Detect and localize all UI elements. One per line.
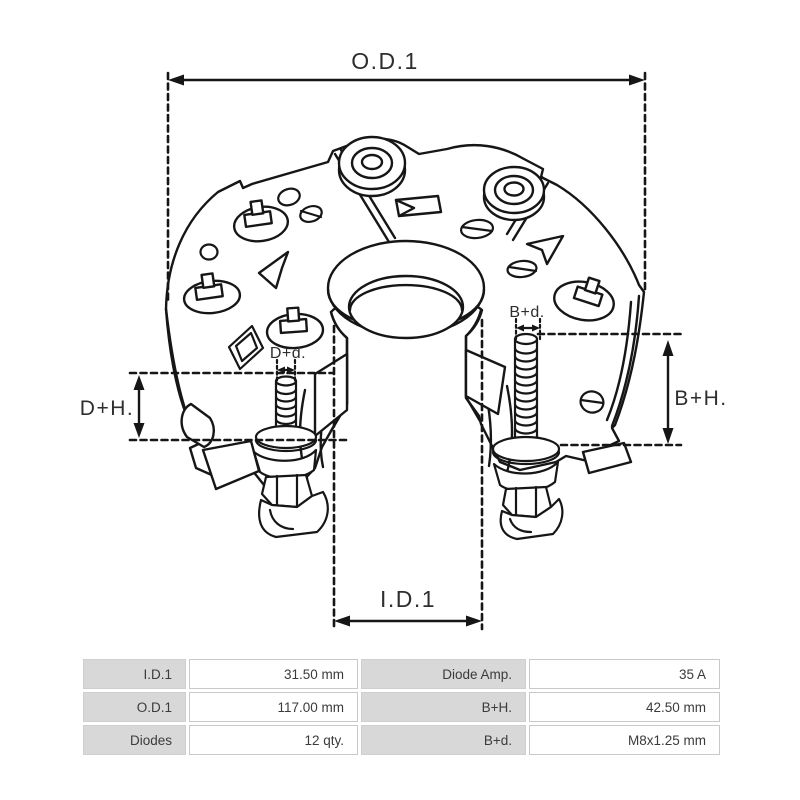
spec-label-bd: B+d.	[361, 725, 526, 755]
diode-3	[265, 306, 325, 350]
diode-1	[232, 199, 290, 243]
spec-label-id1: I.D.1	[83, 659, 186, 689]
spec-value-diodes: 12 qty.	[189, 725, 358, 755]
dimension-bd: B+d.	[509, 304, 544, 341]
od1-label: O.D.1	[351, 48, 419, 74]
dimension-dd: D+d.	[270, 345, 306, 383]
mounting-boss-2	[482, 165, 546, 222]
rectifier-technical-drawing: O.D.1 I.D.1 D+H. B+H. D+d. B+d.	[80, 48, 727, 631]
terminal-slot	[394, 194, 443, 218]
dimension-od1: O.D.1	[166, 48, 647, 305]
key-slot	[227, 324, 265, 371]
bd-label: B+d.	[509, 304, 544, 321]
spec-value-bd: M8x1.25 mm	[529, 725, 720, 755]
dimension-dh: D+H.	[80, 371, 351, 442]
diode-2	[182, 272, 242, 315]
spec-label-bh: B+H.	[361, 692, 526, 722]
spec-value-id1: 31.50 mm	[189, 659, 358, 689]
spec-label-diode-amp: Diode Amp.	[361, 659, 526, 689]
spec-label-od1: O.D.1	[83, 692, 186, 722]
mounting-boss-1	[337, 135, 407, 198]
spec-row: I.D.1 31.50 mm Diode Amp. 35 A	[83, 659, 720, 689]
bolt-b-plus	[491, 332, 564, 541]
spec-value-od1: 117.00 mm	[189, 692, 358, 722]
bolt-d-plus	[252, 375, 329, 539]
dimension-bh: B+H.	[536, 332, 727, 447]
spec-table: I.D.1 31.50 mm Diode Amp. 35 A O.D.1 117…	[80, 656, 723, 758]
dimension-id1: I.D.1	[332, 318, 484, 631]
bh-label: B+H.	[674, 387, 727, 410]
direction-arrows	[257, 234, 565, 290]
id1-label: I.D.1	[380, 586, 436, 612]
spec-value-bh: 42.50 mm	[529, 692, 720, 722]
spec-value-diode-amp: 35 A	[529, 659, 720, 689]
dd-label: D+d.	[270, 345, 306, 362]
dh-label: D+H.	[80, 397, 134, 420]
vent-holes	[199, 187, 605, 414]
diode-4	[553, 276, 615, 322]
spec-row: O.D.1 117.00 mm B+H. 42.50 mm	[83, 692, 720, 722]
center-tube	[313, 239, 507, 438]
spec-label-diodes: Diodes	[83, 725, 186, 755]
spec-row: Diodes 12 qty. B+d. M8x1.25 mm	[83, 725, 720, 755]
